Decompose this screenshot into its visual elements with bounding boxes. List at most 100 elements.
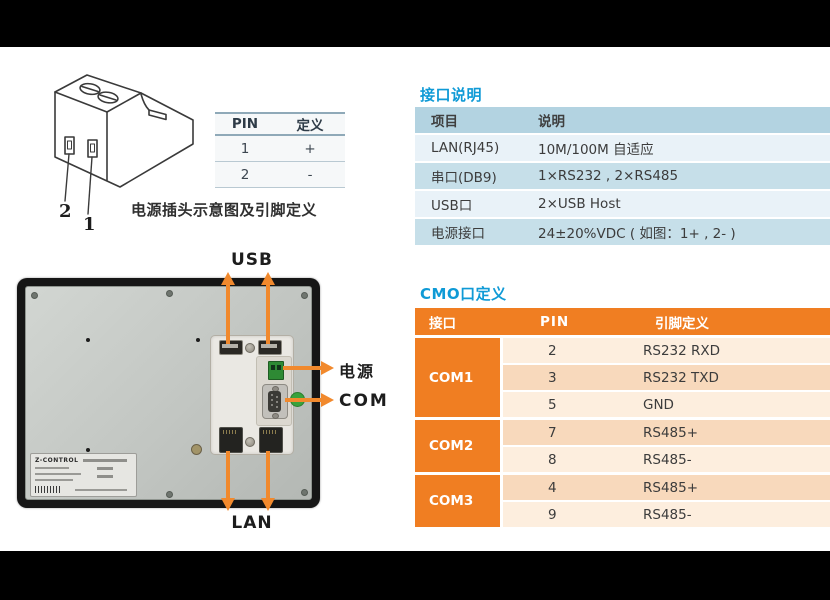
com-label: COM	[339, 391, 389, 411]
com-table-header: 接口 PIN 引脚定义	[415, 308, 830, 335]
com3-group: COM3 4 RS485+ 9 RS485-	[415, 475, 830, 527]
screw-icon	[301, 292, 308, 299]
table-row: 8 RS485-	[503, 447, 830, 472]
plug-screw-1	[79, 82, 101, 96]
com1-group: COM1 2 RS232 RXD 3 RS232 TXD 5 GND	[415, 338, 830, 417]
lan-arrow-1	[221, 498, 235, 511]
interface-table-header: 项目 说明	[415, 107, 830, 133]
col-header-item: 项目	[431, 114, 458, 130]
interface-table: 项目 说明 LAN(RJ45) 10M/100M 自适应 串口(DB9) 1×R…	[415, 107, 830, 247]
com-table: 接口 PIN 引脚定义 COM1 2 RS232 RXD 3 RS232 TXD…	[415, 308, 830, 530]
power-plug-drawing: 2 1	[54, 74, 194, 235]
cell-pin: 3	[548, 369, 557, 386]
cell-pin: 5	[548, 396, 557, 413]
screw-icon	[166, 491, 173, 498]
cell-definition: RS485+	[643, 479, 699, 496]
terminal-slot	[271, 365, 275, 370]
sticker-brand: Z-CONTROL	[35, 457, 79, 464]
sticker-text-bar	[75, 489, 127, 491]
com-arrow	[321, 393, 334, 407]
sticker-cert-mark	[97, 467, 113, 470]
screw-icon	[301, 489, 308, 496]
cell-definition: GND	[643, 396, 674, 413]
screw-hole	[196, 338, 200, 342]
top-border-band	[0, 0, 830, 47]
screw-icon	[245, 437, 255, 447]
cell-pin: 2	[240, 166, 250, 183]
sticker-text-bar	[35, 473, 81, 475]
screw-icon	[31, 292, 38, 299]
plug-screw-2	[97, 91, 119, 104]
cell-definition: +	[304, 140, 316, 157]
pin2-number-label: 2	[59, 201, 72, 222]
cell-pin: 1	[240, 140, 250, 157]
cell-pin: 7	[548, 424, 557, 441]
sticker-text-bar	[35, 479, 73, 481]
cell-definition: -	[307, 166, 313, 183]
table-row: 9 RS485-	[503, 502, 830, 527]
cell-pin: 2	[548, 342, 557, 359]
usb-arrow-1-line	[226, 284, 230, 344]
sticker-barcode	[35, 486, 61, 493]
table-row: 7 RS485+	[503, 420, 830, 445]
col-header-pin: PIN	[231, 116, 259, 132]
cell-definition: RS485+	[643, 424, 699, 441]
cell-description: 24±20%VDC ( 如图：1+ , 2- )	[538, 226, 736, 242]
power-pin-table-header: PIN 定义	[215, 114, 345, 136]
cell-definition: RS232 RXD	[643, 342, 721, 359]
table-row: 5 GND	[503, 392, 830, 417]
table-row: 电源接口 24±20%VDC ( 如图：1+ , 2- )	[415, 219, 830, 245]
screw-hole	[86, 448, 90, 452]
lan-arrow-2	[261, 498, 275, 511]
usb-port-2	[258, 340, 282, 355]
power-pin-table: PIN 定义 1 + 2 -	[215, 112, 345, 188]
col-header-description: 说明	[538, 114, 565, 130]
bottom-border-band	[0, 551, 830, 600]
plug-lock-tab	[148, 109, 167, 121]
io-connector-plate	[210, 335, 294, 455]
screw-icon	[245, 343, 255, 353]
power-label: 电源	[339, 362, 376, 381]
plug-pin-2	[64, 136, 75, 155]
table-row: 1 +	[215, 136, 345, 162]
lan-arrow-1-line	[226, 451, 230, 498]
sticker-text-bar	[83, 459, 127, 462]
col-header-pin: PIN	[540, 313, 570, 330]
db9-screw	[272, 413, 279, 419]
col-header-definition: 定义	[296, 118, 324, 134]
screw-icon	[166, 290, 173, 297]
com-arrow-line	[285, 398, 322, 402]
col-header-pin-definition: 引脚定义	[655, 315, 709, 332]
com2-cell: COM2	[415, 420, 500, 472]
com3-cell: COM3	[415, 475, 500, 527]
com-section-title: CMO口定义	[420, 285, 507, 303]
cell-item: 串口(DB9)	[431, 170, 497, 186]
table-row: 2 -	[215, 162, 345, 188]
col-header-interface: 接口	[429, 315, 456, 332]
pin1-number-label: 1	[83, 214, 96, 235]
db9-connector	[268, 391, 281, 412]
cell-description: 10M/100M 自适应	[538, 142, 654, 158]
terminal-slot	[277, 365, 281, 370]
rj45-pins	[263, 430, 278, 434]
io-recess	[256, 356, 292, 426]
device-photo: Z-CONTROL	[17, 278, 320, 508]
com2-group: COM2 7 RS485+ 8 RS485-	[415, 420, 830, 472]
sticker-text-bar	[35, 467, 69, 469]
plug-body-outline	[54, 74, 194, 188]
cell-definition: RS485-	[643, 451, 692, 468]
cell-pin: 4	[548, 479, 557, 496]
plug-pin-1	[87, 139, 98, 158]
interface-section-title: 接口说明	[420, 86, 483, 104]
rj45-pins	[223, 430, 238, 434]
usb-arrow-2-line	[266, 284, 270, 344]
lan-port-1	[219, 427, 243, 453]
lan-port-2	[259, 427, 283, 453]
table-row: USB口 2×USB Host	[415, 191, 830, 217]
usb-label: USB	[230, 250, 273, 270]
lan-arrow-2-line	[266, 451, 270, 498]
power-arrow	[321, 361, 334, 375]
table-row: 2 RS232 RXD	[503, 338, 830, 363]
cell-description: 2×USB Host	[538, 196, 621, 212]
